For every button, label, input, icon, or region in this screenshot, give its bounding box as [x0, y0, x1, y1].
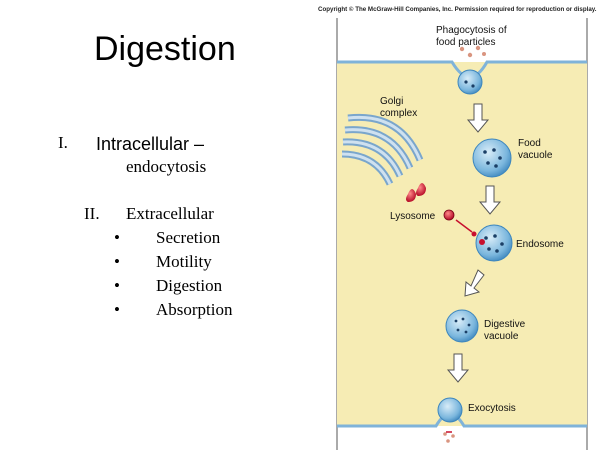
- bullet-text: Motility: [156, 252, 212, 271]
- lysosome-arrow: [455, 219, 473, 233]
- bullet-list: • Secretion • Motility • Digestion • Abs…: [114, 228, 314, 324]
- label-digestive-line1: Digestive: [484, 319, 526, 330]
- label-exocytosis: Exocytosis: [468, 403, 516, 414]
- bullet-text: Absorption: [156, 300, 233, 319]
- exocytosis-vesicle: [437, 397, 463, 423]
- label-golgi-line1: Golgi: [380, 96, 403, 107]
- label-phagocytosis-line2: food particles: [436, 37, 495, 48]
- bullet-text: Digestion: [156, 276, 223, 295]
- bullet-dot: •: [114, 276, 120, 295]
- endosome: [475, 224, 513, 262]
- bullet-dot: •: [114, 228, 120, 247]
- released-particles: [443, 432, 455, 443]
- digestive-vacuole: [445, 309, 479, 343]
- label-food-vacuole-line1: Food: [518, 138, 541, 149]
- arrow-2: [478, 185, 502, 215]
- bullet-item: • Secretion: [114, 228, 314, 252]
- arrow-1: [466, 103, 490, 133]
- outline-item-1-subtext: endocytosis: [126, 157, 207, 176]
- process-arrows: [446, 103, 502, 383]
- label-lysosome: Lysosome: [390, 211, 436, 222]
- golgi-complex: [341, 113, 424, 186]
- bullet-item: • Absorption: [114, 300, 314, 324]
- label-golgi-line2: complex: [380, 108, 417, 119]
- phagocytic-vesicle: [457, 69, 483, 95]
- label-digestive-line2: vacuole: [484, 331, 519, 342]
- outline-item-2-number: II.: [84, 204, 100, 223]
- outline-item-1-text: Intracellular –: [96, 134, 205, 154]
- bullet-item: • Digestion: [114, 276, 314, 300]
- bullet-text: Secretion: [156, 228, 221, 247]
- lysosome-budding: [406, 183, 426, 202]
- bullet-item: • Motility: [114, 252, 314, 276]
- label-phagocytosis-line1: Phagocytosis of: [436, 25, 507, 36]
- copyright-notice: Copyright © The McGraw-Hill Companies, I…: [318, 6, 597, 13]
- label-endosome: Endosome: [516, 239, 564, 250]
- arrow-4: [446, 353, 470, 383]
- food-particles: [459, 45, 486, 58]
- food-vacuole: [472, 138, 512, 178]
- lysosome: [443, 209, 455, 221]
- bullet-dot: •: [114, 252, 120, 271]
- arrow-3: [464, 269, 485, 297]
- outline-item-1-number: I.: [58, 133, 68, 152]
- label-food-vacuole-line2: vacuole: [518, 150, 553, 161]
- slide-title: Digestion: [94, 30, 236, 68]
- outline-item-2-text: Extracellular: [126, 204, 214, 223]
- bullet-dot: •: [114, 300, 120, 319]
